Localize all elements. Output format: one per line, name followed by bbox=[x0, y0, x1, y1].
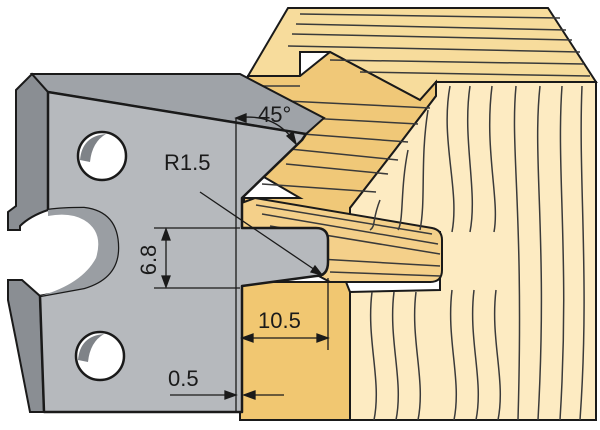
cutter-top-edge bbox=[29, 73, 326, 136]
steel-cutter bbox=[7, 72, 330, 414]
wood-end-grain-lines bbox=[369, 85, 585, 421]
depth-label: 10.5 bbox=[258, 308, 301, 333]
wood-block bbox=[234, 7, 598, 421]
cutter-lower-thickness bbox=[7, 279, 46, 413]
cutter-notch-shade bbox=[40, 208, 118, 296]
offset-label: 0.5 bbox=[168, 366, 199, 391]
angle-label: 45° bbox=[258, 102, 291, 127]
lower-mounting-hole bbox=[74, 330, 126, 382]
height-label: 6.8 bbox=[136, 245, 161, 276]
wood-grain-lines bbox=[255, 13, 591, 277]
radius-leader bbox=[199, 191, 319, 273]
dimension-lines bbox=[154, 113, 330, 412]
cutter-thickness-face bbox=[7, 72, 49, 231]
wood-lower-side bbox=[239, 281, 351, 421]
radius-label: R1.5 bbox=[164, 150, 210, 175]
upper-mounting-hole bbox=[76, 130, 128, 182]
